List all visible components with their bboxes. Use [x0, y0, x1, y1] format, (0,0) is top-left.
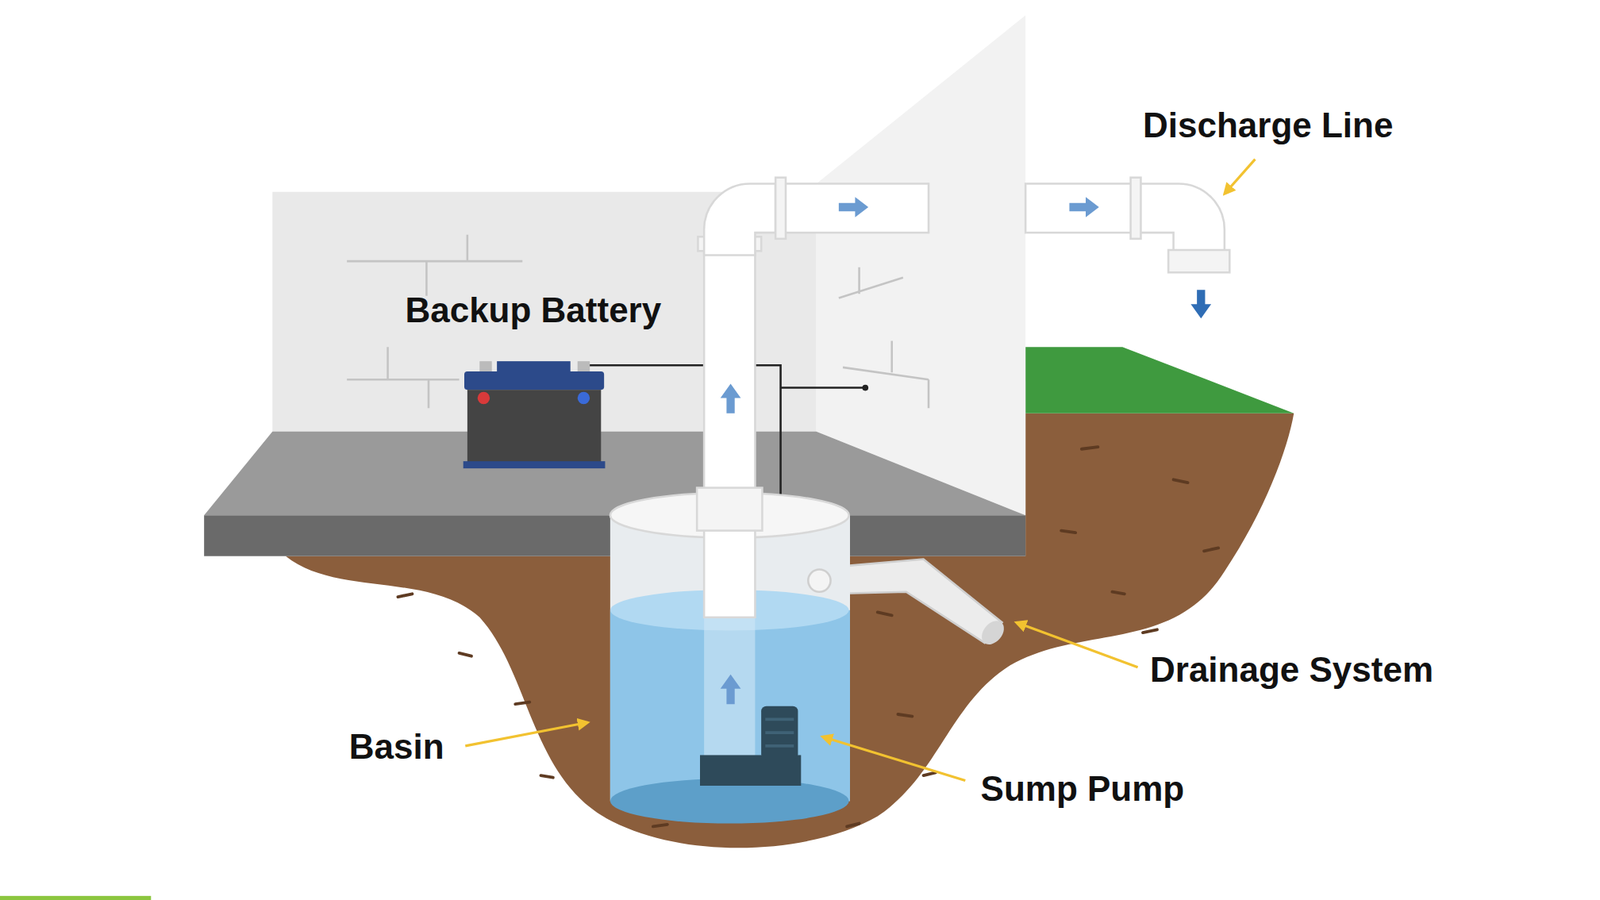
- callout-label: Sump Pump: [980, 771, 1185, 807]
- callout-label: Drainage System: [1150, 652, 1434, 688]
- soil-mark: [459, 653, 472, 657]
- pipe-coupling: [1130, 177, 1142, 239]
- leader-line: [822, 736, 966, 781]
- leader-line: [1224, 159, 1256, 195]
- brick-line: [842, 340, 929, 408]
- pipe-coupling: [696, 488, 762, 531]
- pipe-coupling: [775, 177, 786, 239]
- battery-minus: [577, 392, 590, 404]
- leader-line: [465, 722, 588, 747]
- battery-body: [467, 389, 601, 464]
- riser-pipe: [703, 245, 755, 618]
- battery-terminal: [577, 361, 590, 372]
- leader-line: [1016, 622, 1139, 668]
- soil-mark: [1142, 629, 1158, 633]
- drainage-pipe-end: [976, 616, 1008, 649]
- soil-mark: [397, 593, 412, 597]
- soil-mark: [1081, 446, 1099, 450]
- brick-line: [346, 234, 523, 297]
- brick-line: [346, 346, 459, 408]
- brick-line: [838, 267, 904, 299]
- pump-ribs: [765, 719, 794, 746]
- wire-end: [861, 384, 869, 392]
- horizontal-pipe: [775, 183, 929, 233]
- flow-arrow: [838, 196, 869, 218]
- pump-base: [700, 754, 801, 786]
- soil-mark: [923, 772, 936, 776]
- battery-plus: [477, 392, 490, 404]
- pipe-elbow: [703, 183, 776, 255]
- battery-terminal: [479, 361, 492, 372]
- callout-label: Basin: [349, 729, 445, 765]
- soil-mark: [897, 714, 912, 717]
- power-wire: [780, 386, 866, 389]
- soil-mark: [1203, 547, 1219, 551]
- flow-arrow: [1069, 196, 1099, 218]
- flow-arrow: [720, 383, 742, 413]
- soil-mark: [653, 824, 668, 827]
- water: [610, 610, 850, 801]
- leader-lines: [465, 159, 1255, 781]
- flow-arrow: [1190, 289, 1212, 319]
- pipe-outlet: [1168, 250, 1230, 273]
- horizontal-pipe: [1025, 183, 1138, 233]
- flow-arrow: [720, 674, 742, 704]
- pump-motor: [761, 706, 798, 760]
- soil-mark: [1061, 530, 1076, 534]
- pipe-submerged: [703, 611, 755, 760]
- drainage-pipe: [828, 559, 1003, 643]
- side-wall: [816, 15, 1027, 516]
- drainage-inlet: [807, 569, 831, 592]
- soil-mark: [1111, 592, 1124, 595]
- grass: [1025, 346, 1294, 414]
- battery-top: [464, 371, 604, 390]
- floor-top: [203, 431, 1026, 516]
- soil-mark: [540, 775, 553, 778]
- callout-label: Backup Battery: [404, 292, 662, 328]
- soil-mark: [1173, 479, 1189, 483]
- soil-mark: [515, 702, 530, 705]
- soil-mark: [877, 611, 893, 616]
- pipe-elbow: [1132, 183, 1225, 255]
- soil-mark: [846, 823, 859, 827]
- accent-bar: [0, 896, 151, 900]
- battery-base: [463, 461, 606, 469]
- callout-label: Discharge Line: [1142, 107, 1393, 143]
